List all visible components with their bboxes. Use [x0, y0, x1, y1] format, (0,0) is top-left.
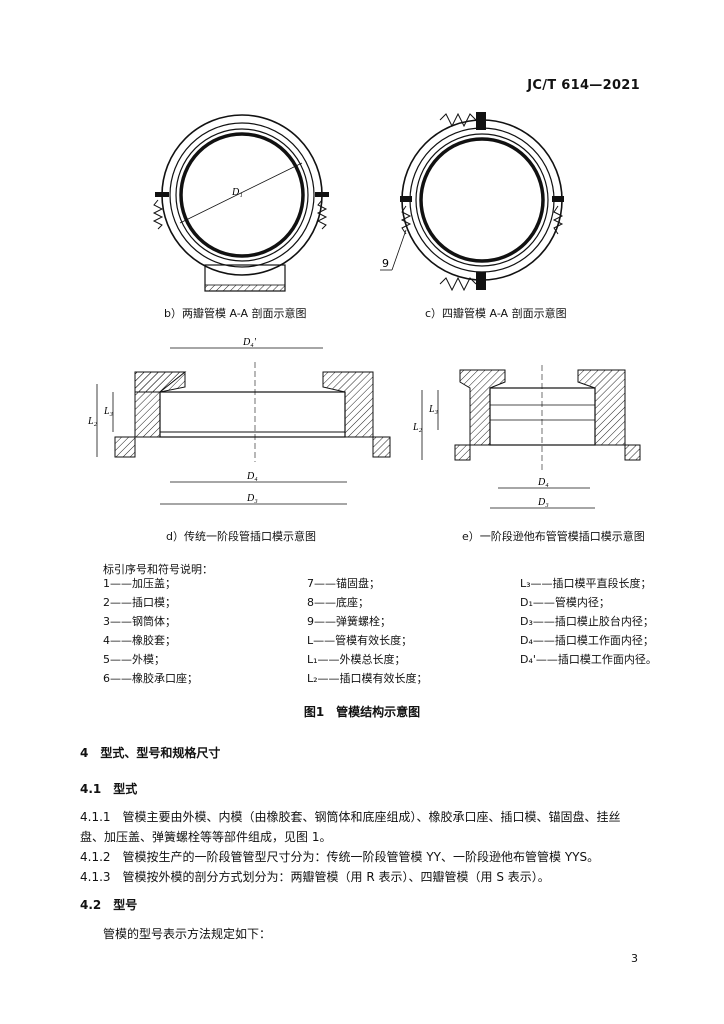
legend-item: L₃——插口模平直段长度；	[520, 577, 652, 590]
dim-l2: L₂	[87, 416, 98, 427]
figure-c-four-piece-mold: 9	[380, 112, 564, 292]
legend-item: 9——弹簧螺栓；	[307, 615, 391, 628]
legend-item: 1——加压盖；	[103, 577, 176, 590]
dim-e-d3: D₃	[537, 497, 549, 508]
legend-item: 8——底座；	[307, 596, 369, 609]
legend-item: 5——外模；	[103, 653, 165, 666]
section-4-2-heading: 4.2 型号	[80, 898, 138, 912]
legend-item: L₁——外模总长度；	[307, 653, 406, 666]
legend-item: D₄'——插口模工作面内径。	[520, 653, 657, 666]
section-4-heading: 4 型式、型号和规格尺寸	[80, 746, 221, 760]
section-4-1-heading: 4.1 型式	[80, 782, 138, 796]
paragraph-4-1-1-cont: 盘、加压盖、弹簧螺栓等等部件组成，见图 1。	[80, 830, 332, 844]
legend-title: 标引序号和符号说明：	[103, 563, 213, 576]
legend-item: D₃——插口模止胶台内径；	[520, 615, 654, 628]
caption-figure-c: c）四瓣管模 A-A 剖面示意图	[425, 307, 567, 320]
dim-e-l2: L₂	[412, 422, 423, 433]
paragraph-4-1-3: 4.1.3 管模按外模的剖分方式划分为：两瓣管模（用 R 表示）、四瓣管模（用 …	[80, 870, 550, 884]
figure-d-spigot-mold: D₄' L₂ L₃ D₄ D₃	[87, 337, 391, 505]
dim-e-d4: D₄	[537, 477, 549, 488]
paragraph-4-2: 管模的型号表示方法规定如下：	[103, 927, 272, 941]
legend-item: L——管模有效长度；	[307, 634, 413, 647]
paragraph-4-1-2: 4.1.2 管模按生产的一阶段管管型尺寸分为：传统一阶段管管模 YY、一阶段逊他…	[80, 850, 600, 864]
dim-d4: D₄	[246, 471, 258, 482]
legend-item: D₁——管模内径；	[520, 596, 610, 609]
legend-item: L₂——插口模有效长度；	[307, 672, 428, 685]
dim-d4-prime: D₄'	[242, 337, 257, 348]
legend-item: 3——钢筒体；	[103, 615, 176, 628]
figure-title: 图1 管模结构示意图	[303, 705, 421, 719]
dim-e-l3: L₃	[428, 404, 439, 415]
callout-9: 9	[382, 257, 389, 270]
legend-item: 7——锚固盘；	[307, 577, 380, 590]
legend-item: D₄——插口模工作面内径；	[520, 634, 654, 647]
caption-figure-d: d）传统一阶段管插口模示意图	[166, 530, 316, 543]
paragraph-4-1-1: 4.1.1 管模主要由外模、内模（由橡胶套、钢筒体和底座组成）、橡胶承口座、插口…	[80, 810, 621, 824]
standard-number: JC/T 614—2021	[527, 78, 640, 93]
dim-l3: L₃	[103, 406, 114, 417]
caption-figure-e: e）一阶段逊他布管管模插口模示意图	[462, 530, 645, 543]
page-number: 3	[631, 952, 638, 965]
legend-item: 6——橡胶承口座；	[103, 672, 198, 685]
dim-d1: D₁	[231, 187, 243, 198]
legend-item: 4——橡胶套；	[103, 634, 176, 647]
dim-d3: D₃	[246, 493, 258, 504]
caption-figure-b: b）两瓣管模 A-A 剖面示意图	[164, 307, 307, 320]
figure-e-spigot-mold: L₂ L₃ D₄ D₃	[412, 365, 641, 509]
legend-item: 2——插口模；	[103, 596, 176, 609]
figure-b-two-piece-mold: D₁	[152, 114, 329, 292]
